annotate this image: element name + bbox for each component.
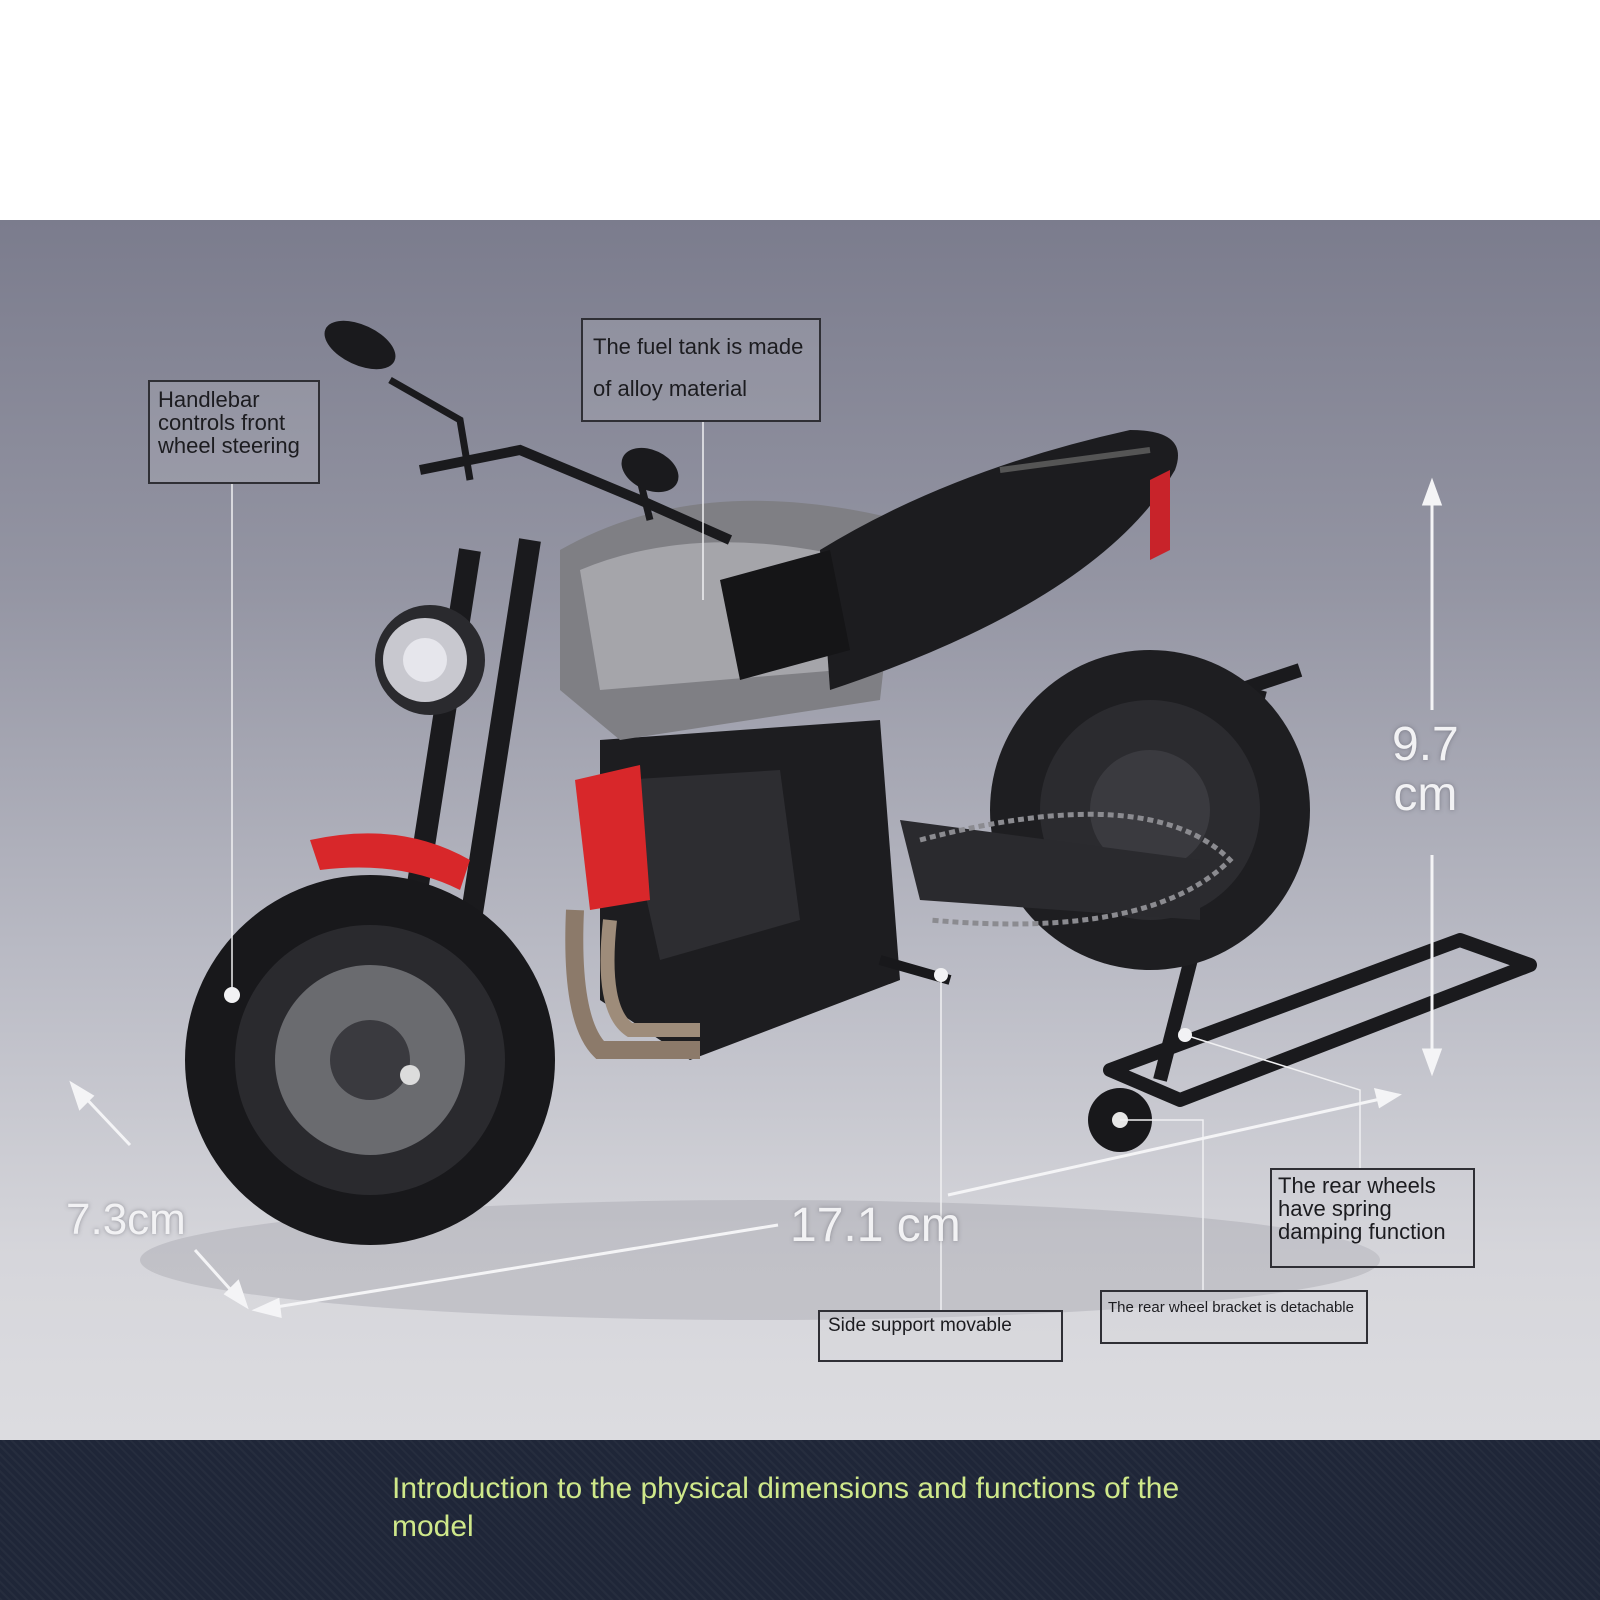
dimension-arrows [69, 477, 1443, 1318]
height-unit: cm [1393, 768, 1458, 822]
handlebar-callout: Handlebar controls front wheel steering [148, 380, 320, 484]
rear-bracket-callout: The rear wheel bracket is detachable [1100, 1290, 1368, 1344]
product-photo: Handlebar controls front wheel steering … [0, 220, 1600, 1440]
caption-text: Introduction to the physical dimensions … [392, 1472, 1180, 1543]
fuel-tank-callout: The fuel tank is made of alloy material [581, 318, 821, 422]
height-value: 9.7 [1392, 718, 1459, 771]
length-dimension: 17.1 cm [790, 1199, 961, 1252]
leader-lines [231, 422, 1361, 1310]
caption-footer: Introduction to the physical dimensions … [0, 1440, 1600, 1600]
side-support-callout: Side support movable [818, 1310, 1063, 1362]
height-dimension: 9.7 cm [1392, 718, 1459, 822]
rear-wheels-callout: The rear wheels have spring damping func… [1270, 1168, 1475, 1268]
width-dimension: 7.3cm [66, 1195, 186, 1244]
motorcycle-illustration [69, 320, 1537, 1320]
